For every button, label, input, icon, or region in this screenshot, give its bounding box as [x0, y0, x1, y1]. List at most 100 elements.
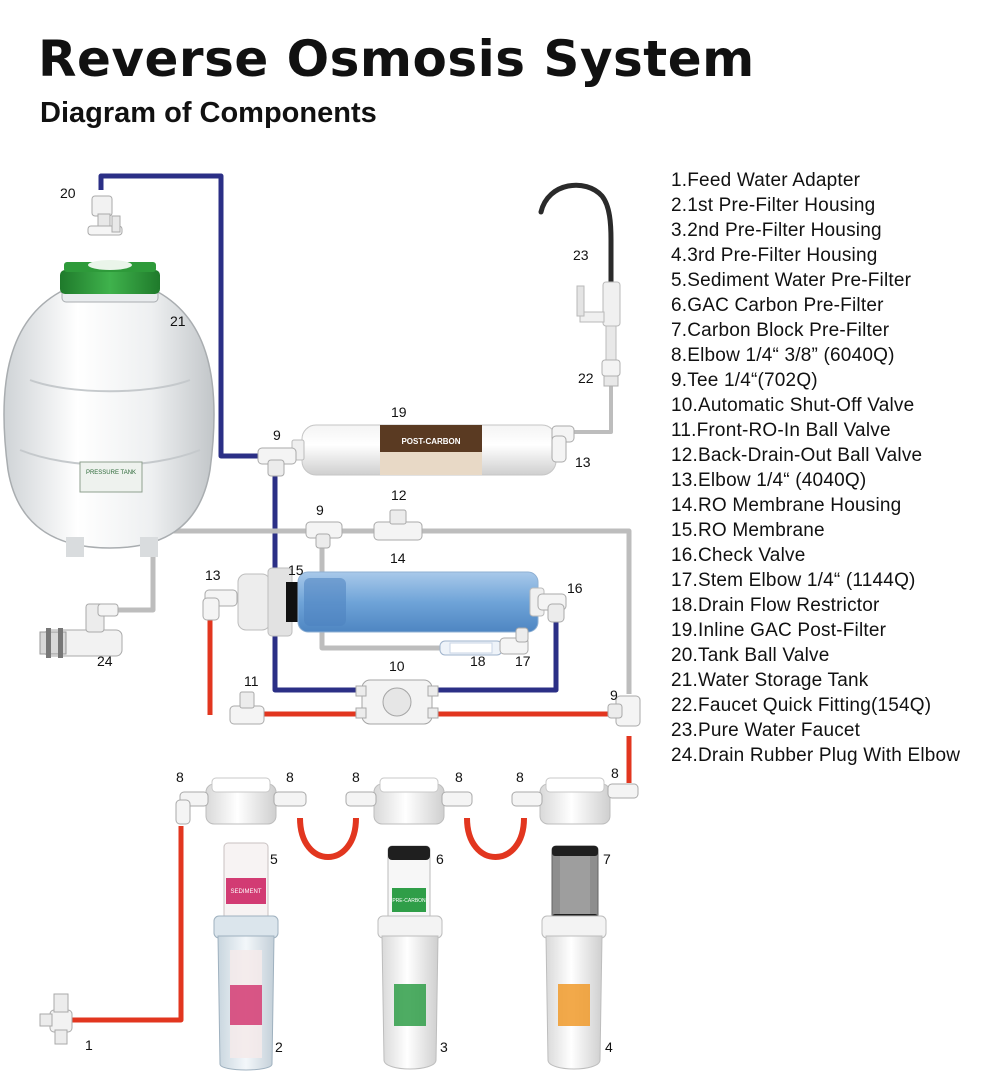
callout-21: 21 [170, 313, 186, 329]
blue-tube-tank-to-tee [98, 173, 264, 459]
blue-tube-valve-to-checkvalve [430, 608, 559, 693]
legend-item: 21.Water Storage Tank [671, 670, 869, 691]
callout-1: 1 [85, 1037, 93, 1053]
gac-label: PRE-CARBON [392, 898, 426, 904]
elbow-fitting-membrane-in [202, 589, 238, 621]
automatic-shut-off-valve [355, 679, 439, 725]
callout-7: 7 [603, 851, 611, 867]
callout-8-b: 8 [286, 769, 294, 785]
red-tube-loop-1 [297, 817, 359, 860]
tee-fitting-right [607, 695, 641, 727]
callout-24: 24 [97, 653, 113, 669]
callout-13-top: 13 [575, 454, 591, 470]
callout-13-bottom: 13 [205, 567, 221, 583]
legend-item: 10.Automatic Shut-Off Valve [671, 395, 915, 416]
legend-item: 5.Sediment Water Pre-Filter [671, 270, 912, 291]
callout-5: 5 [270, 851, 278, 867]
second-pre-filter-housing [377, 915, 443, 1070]
stem-elbow [499, 627, 529, 655]
callout-16: 16 [567, 580, 583, 596]
callout-8-a: 8 [176, 769, 184, 785]
third-pre-filter-housing [541, 915, 607, 1070]
legend-item: 6.GAC Carbon Pre-Filter [671, 295, 884, 316]
ro-membrane-housing [237, 567, 545, 637]
red-tube-feed [70, 826, 184, 1023]
legend-item: 24.Drain Rubber Plug With Elbow [671, 745, 961, 766]
gray-tube-drain-2 [339, 528, 632, 694]
legend-item: 16.Check Valve [671, 545, 806, 566]
legend-item: 20.Tank Ball Valve [671, 645, 830, 666]
legend-item: 9.Tee 1/4“(702Q) [671, 370, 818, 391]
tank-label-text: PRESSURE TANK [86, 470, 136, 476]
callout-6: 6 [436, 851, 444, 867]
front-ro-in-ball-valve [229, 691, 265, 725]
callout-8-e: 8 [516, 769, 524, 785]
legend-item: 19.Inline GAC Post-Filter [671, 620, 887, 641]
gray-tube-drain [117, 528, 311, 613]
legend-item: 18.Drain Flow Restrictor [671, 595, 880, 616]
sediment-pre-filter: SEDIMENT [223, 842, 269, 926]
callout-14: 14 [390, 550, 406, 566]
first-pre-filter-housing [213, 915, 279, 1071]
legend-item: 11.Front-RO-In Ball Valve [671, 420, 891, 441]
water-storage-tank: PRESSURE TANK [3, 260, 215, 557]
callout-22: 22 [578, 370, 594, 386]
legend-item: 3.2nd Pre-Filter Housing [671, 220, 882, 241]
component-legend: 1.Feed Water Adapter 2.1st Pre-Filter Ho… [671, 168, 960, 768]
callout-12: 12 [391, 487, 407, 503]
legend-item: 14.RO Membrane Housing [671, 495, 902, 516]
legend-item: 1.Feed Water Adapter [671, 170, 861, 191]
callout-20: 20 [60, 185, 76, 201]
callout-8-f: 8 [611, 765, 619, 781]
callout-9-right: 9 [610, 687, 618, 703]
legend-item: 4.3rd Pre-Filter Housing [671, 245, 878, 266]
callout-15: 15 [288, 562, 304, 578]
legend-item: 12.Back-Drain-Out Ball Valve [671, 445, 923, 466]
callout-10: 10 [389, 658, 405, 674]
diagram-subtitle: Diagram of Components [40, 97, 377, 129]
legend-item: 17.Stem Elbow 1/4“ (1144Q) [671, 570, 916, 591]
inline-gac-post-filter: POST-CARBON [291, 424, 567, 476]
diagram-title: Reverse Osmosis System [38, 30, 755, 88]
callout-23: 23 [573, 247, 589, 263]
blue-tube-tee-down [272, 465, 362, 693]
legend-item: 22.Faucet Quick Fitting(154Q) [671, 695, 932, 716]
callout-9-top: 9 [273, 427, 281, 443]
pure-water-faucet [538, 182, 621, 361]
callout-9-middle: 9 [316, 502, 324, 518]
legend-item: 8.Elbow 1/4“ 3/8” (6040Q) [671, 345, 895, 366]
back-drain-out-ball-valve [373, 509, 423, 541]
callout-4: 4 [605, 1039, 613, 1055]
legend-item: 15.RO Membrane [671, 520, 825, 541]
drain-flow-restrictor [439, 640, 503, 656]
drain-rubber-plug-with-elbow [39, 603, 123, 658]
tank-ball-valve [87, 195, 123, 236]
callout-2: 2 [275, 1039, 283, 1055]
callout-18: 18 [470, 653, 486, 669]
housing-cap-stage-2 [345, 777, 473, 825]
tee-fitting-top [257, 447, 297, 477]
gac-carbon-pre-filter: PRE-CARBON [387, 845, 431, 925]
tee-fitting-middle [305, 521, 343, 549]
legend-item: 2.1st Pre-Filter Housing [671, 195, 876, 216]
legend-item: 13.Elbow 1/4“ (4040Q) [671, 470, 867, 491]
post-filter-label: POST-CARBON [401, 437, 460, 446]
callout-8-d: 8 [455, 769, 463, 785]
sediment-label: SEDIMENT [230, 889, 261, 895]
faucet-quick-fitting [601, 359, 621, 387]
callout-11: 11 [244, 673, 259, 689]
feed-water-adapter [39, 993, 73, 1045]
elbow-fitting-post-filter-out [551, 425, 575, 463]
callout-numbers: 20 21 23 22 19 9 13 12 9 14 13 15 16 24 … [60, 185, 619, 1055]
red-tube-loop-2 [464, 817, 527, 860]
callout-3: 3 [440, 1039, 448, 1055]
check-valve [537, 593, 567, 623]
legend-item: 23.Pure Water Faucet [671, 720, 861, 741]
housing-cap-stage-1 [175, 777, 307, 825]
legend-item: 7.Carbon Block Pre-Filter [671, 320, 890, 341]
carbon-block-pre-filter [551, 845, 599, 925]
callout-19: 19 [391, 404, 407, 420]
housing-cap-stage-3 [511, 777, 639, 825]
callout-17: 17 [515, 653, 531, 669]
